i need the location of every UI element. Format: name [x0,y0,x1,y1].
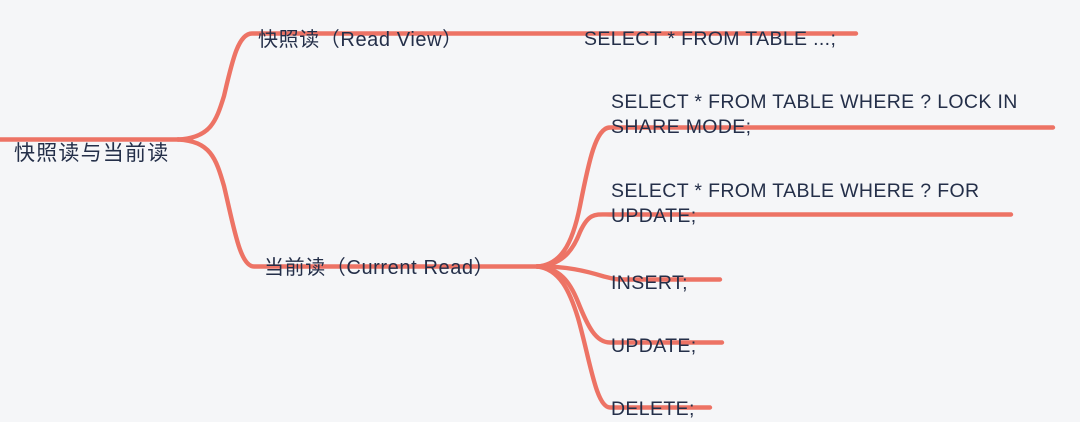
mindmap-leaf-insert[interactable]: INSERT; [611,245,688,296]
mindmap-leaf-select-snapshot[interactable]: SELECT * FROM TABLE ...; [584,1,836,52]
leaf-label-select-snapshot: SELECT * FROM TABLE ...; [584,27,837,50]
mindmap-leaf-delete[interactable]: DELETE; [611,371,695,422]
mindmap-leaf-for-update[interactable]: SELECT * FROM TABLE WHERE ? FOR UPDATE; [611,153,1011,230]
leaf-label-update: UPDATE; [611,334,697,357]
branch-label-snapshot-read: 快照读（Read View） [258,29,463,52]
leaf-label-delete: DELETE; [611,397,695,420]
mindmap-leaf-lock-in-share-mode[interactable]: SELECT * FROM TABLE WHERE ? LOCK IN SHAR… [611,64,1051,141]
mindmap-leaf-update[interactable]: UPDATE; [611,308,697,359]
mindmap-branch-current-read[interactable]: 当前读（Current Read） [264,229,494,282]
mindmap-branch-snapshot-read[interactable]: 快照读（Read View） [258,1,463,54]
leaf-label-for-update: SELECT * FROM TABLE WHERE ? FOR UPDATE; [611,179,980,228]
leaf-label-insert: INSERT; [611,271,688,294]
mindmap-root-node[interactable]: 快照读与当前读 [14,112,169,167]
mindmap-canvas: 快照读与当前读 快照读（Read View） 当前读（Current Read）… [0,1,1056,420]
branch-label-current-read: 当前读（Current Read） [264,257,495,280]
leaf-label-lock-in-share-mode: SELECT * FROM TABLE WHERE ? LOCK IN SHAR… [611,90,1018,139]
root-label: 快照读与当前读 [14,141,170,165]
